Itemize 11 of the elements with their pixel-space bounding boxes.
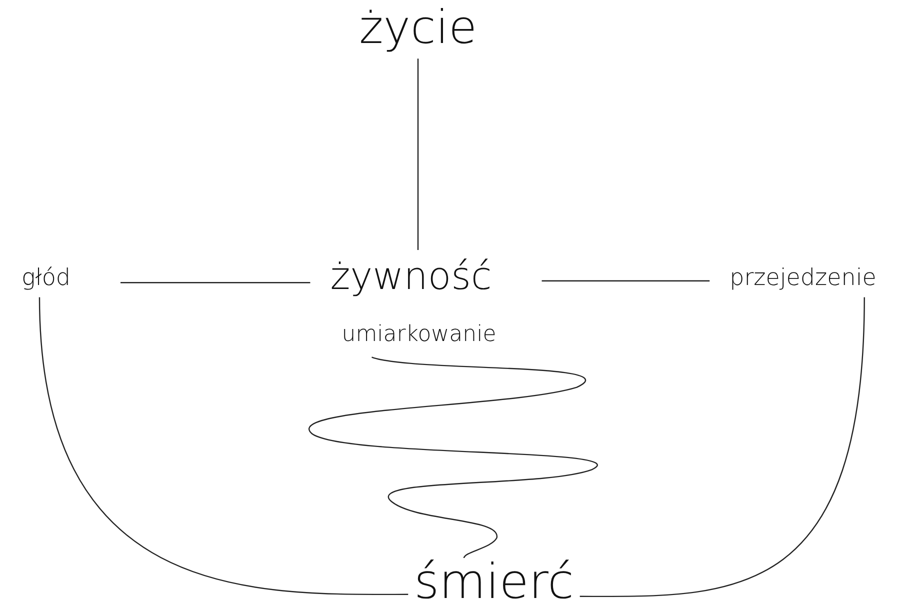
node-label: życie <box>359 2 477 53</box>
node-label: głód <box>21 266 70 292</box>
connector-line <box>580 297 865 598</box>
node-label: żywność <box>330 256 492 298</box>
connector-line <box>417 58 419 250</box>
node-label: przejedzenie <box>730 266 876 292</box>
node-label: umiarkowanie <box>342 323 496 348</box>
connector-line <box>120 282 310 284</box>
connector-line <box>542 280 710 282</box>
node-label: śmierć <box>414 556 574 609</box>
connector-line <box>38 297 408 596</box>
